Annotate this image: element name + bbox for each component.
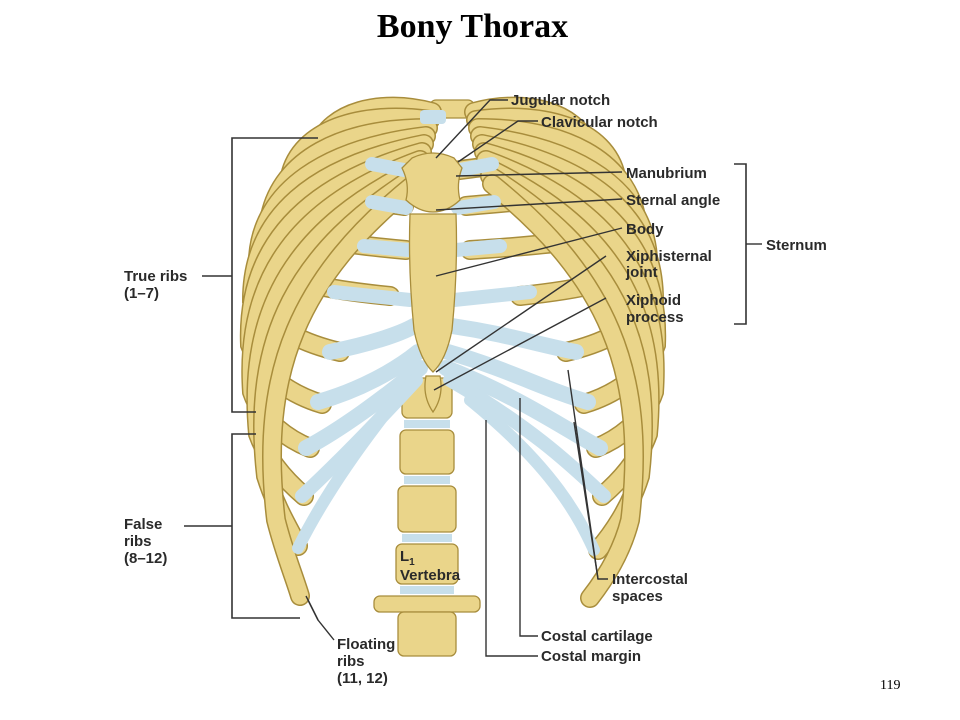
page-title: Bony Thorax bbox=[376, 8, 569, 45]
label-false-ribs-3: (8–12) bbox=[124, 550, 167, 567]
costal-cartilages bbox=[292, 157, 611, 556]
label-true-ribs-1: True ribs bbox=[124, 268, 187, 285]
sternum-bracket bbox=[734, 163, 747, 325]
label-body: Body bbox=[626, 221, 664, 238]
label-xiphisternal-joint-2: joint bbox=[625, 264, 658, 281]
label-manubrium: Manubrium bbox=[626, 165, 707, 182]
label-xiphoid-process-1: Xiphoid bbox=[626, 292, 681, 309]
sternum-bone bbox=[401, 110, 463, 414]
label-xiphisternal-joint-1: Xiphisternal bbox=[626, 248, 712, 265]
label-jugular-notch: Jugular notch bbox=[511, 92, 610, 109]
label-sternum: Sternum bbox=[766, 237, 827, 254]
label-false-ribs-1: False bbox=[124, 516, 162, 533]
label-floating-ribs-1: Floating bbox=[337, 636, 395, 653]
label-floating-ribs-3: (11, 12) bbox=[337, 670, 388, 687]
page-number: 119 bbox=[880, 678, 901, 693]
label-clavicular-notch: Clavicular notch bbox=[541, 114, 658, 131]
label-intercostal-spaces-2: spaces bbox=[612, 588, 663, 605]
leader-lines bbox=[305, 99, 623, 657]
ribs-left bbox=[239, 96, 442, 606]
label-floating-ribs-2: ribs bbox=[337, 653, 365, 670]
true-ribs-bracket bbox=[231, 137, 318, 413]
label-xiphoid-process-2: process bbox=[626, 309, 684, 326]
label-false-ribs-2: ribs bbox=[124, 533, 152, 550]
label-intercostal-spaces-1: Intercostal bbox=[612, 571, 688, 588]
label-costal-cartilage: Costal cartilage bbox=[541, 628, 653, 645]
label-vertebra: Vertebra bbox=[400, 567, 461, 584]
label-costal-margin: Costal margin bbox=[541, 648, 641, 665]
ribs-right bbox=[450, 96, 667, 608]
label-sternal-angle: Sternal angle bbox=[626, 192, 720, 209]
vertebral-column bbox=[373, 99, 481, 657]
label-vertebra-l1: L1 bbox=[400, 548, 415, 568]
label-true-ribs-2: (1–7) bbox=[124, 285, 159, 302]
